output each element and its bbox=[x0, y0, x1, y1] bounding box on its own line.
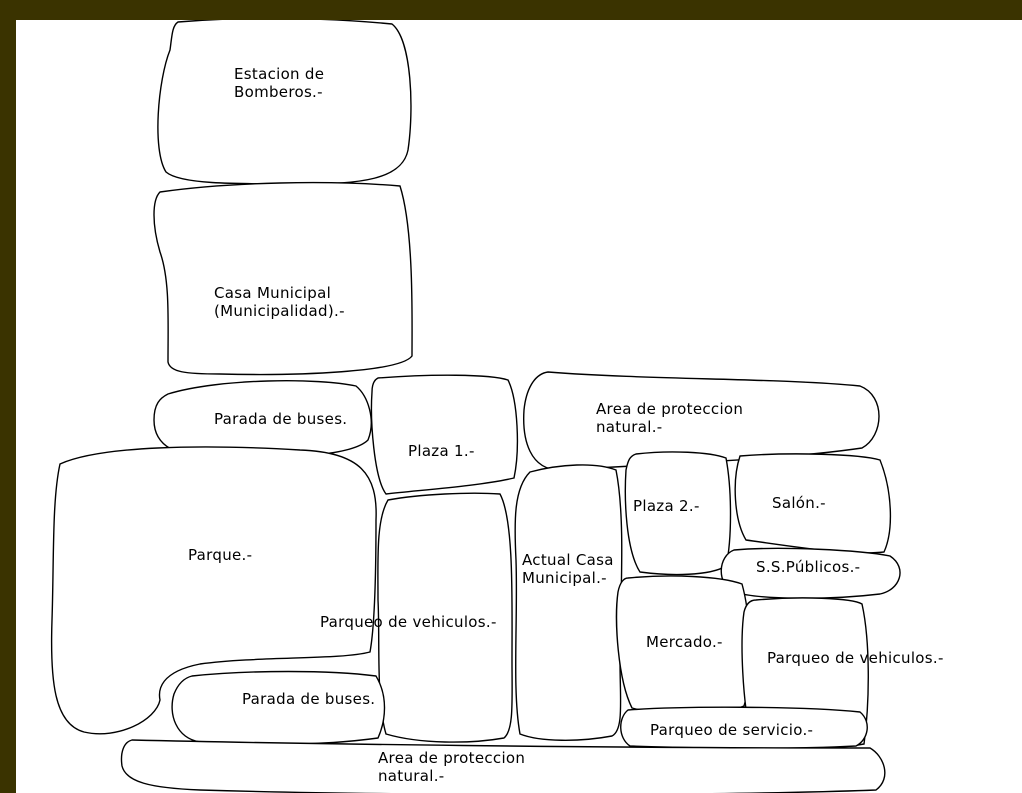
label-parada-buses-1: Parada de buses. bbox=[214, 410, 348, 428]
label-parque: Parque.- bbox=[188, 546, 253, 564]
label-plaza-2: Plaza 2.- bbox=[633, 497, 700, 515]
label-area-proteccion-1: Area de proteccion natural.- bbox=[596, 400, 744, 436]
zone-parada-buses-2 bbox=[171, 670, 386, 746]
zone-estacion-bomberos bbox=[157, 20, 412, 185]
zone-parque bbox=[50, 446, 377, 735]
zone-parqueo-servicio bbox=[620, 706, 868, 750]
zone-plaza-1 bbox=[370, 374, 519, 495]
label-parqueo-servicio: Parqueo de servicio.- bbox=[650, 721, 814, 739]
label-area-proteccion-2: Area de proteccion natural.- bbox=[378, 749, 526, 785]
label-parqueo-vehiculos-1: Parqueo de vehiculos.- bbox=[320, 613, 497, 631]
label-actual-casa-municipal: Actual Casa Municipal.- bbox=[522, 551, 614, 587]
zone-plaza-2 bbox=[624, 451, 732, 576]
label-mercado: Mercado.- bbox=[646, 633, 723, 651]
site-plan-canvas: Estacion de Bomberos.- Casa Municipal (M… bbox=[16, 20, 1022, 793]
label-casa-municipal: Casa Municipal (Municipalidad).- bbox=[214, 284, 345, 320]
label-ss-publicos: S.S.Públicos.- bbox=[756, 558, 861, 576]
zone-parqueo-vehiculos-1 bbox=[377, 492, 513, 743]
label-salon: Salón.- bbox=[772, 494, 826, 512]
zone-parada-buses-1 bbox=[153, 380, 372, 459]
label-plaza-1: Plaza 1.- bbox=[408, 442, 475, 460]
label-estacion-bomberos: Estacion de Bomberos.- bbox=[234, 65, 325, 101]
zone-actual-casa-municipal bbox=[514, 464, 623, 741]
site-plan-drawing bbox=[50, 20, 901, 793]
label-parqueo-vehiculos-2: Parqueo de vehiculos.- bbox=[767, 649, 944, 667]
label-parada-buses-2: Parada de buses. bbox=[242, 690, 376, 708]
zone-casa-municipal bbox=[153, 181, 413, 376]
zone-area-proteccion-2 bbox=[120, 739, 886, 793]
zone-salon bbox=[734, 453, 892, 554]
